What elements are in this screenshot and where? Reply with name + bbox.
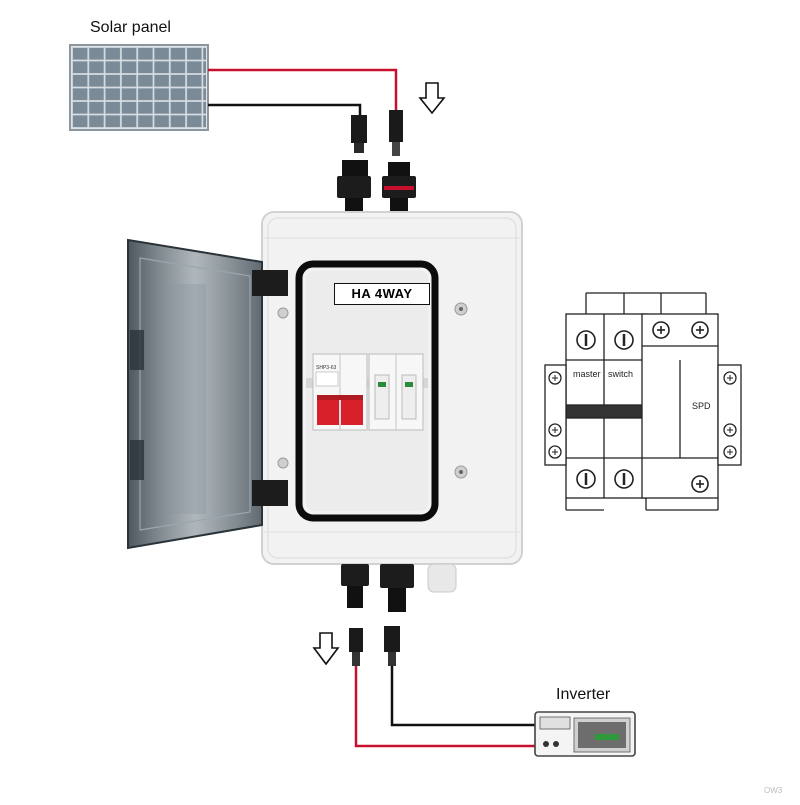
terminal-icon	[723, 423, 737, 437]
schematic-spd-label: SPD	[692, 401, 711, 411]
spd-module	[368, 353, 424, 431]
solar-panel	[69, 44, 209, 131]
enclosure-door	[127, 238, 288, 550]
terminal-icon	[548, 371, 562, 385]
door-hinge-top	[252, 270, 288, 296]
panel-negative-wire	[208, 103, 362, 118]
inverter-wires	[354, 666, 538, 748]
inverter-negative-wire	[390, 666, 538, 727]
terminal-icon	[723, 371, 737, 385]
terminal-icon	[691, 321, 709, 339]
breaker-module	[312, 353, 368, 431]
terminal-icon	[548, 445, 562, 459]
door-hinge-bottom	[252, 480, 288, 506]
terminal-icon	[723, 445, 737, 459]
panel-positive-wire	[208, 68, 398, 112]
wiring-schematic	[544, 292, 742, 511]
breaker-model-label: SHP3-63	[316, 365, 337, 371]
terminal-icon	[548, 423, 562, 437]
terminal-icon	[614, 469, 634, 489]
inverter-positive-wire	[354, 666, 538, 748]
terminal-icon	[576, 469, 596, 489]
bottom-connectors	[341, 563, 457, 666]
schematic-terminals	[548, 321, 737, 493]
top-connectors	[337, 110, 416, 212]
box-tag-label: HA 4WAY	[334, 283, 430, 305]
schematic-switch-label: switch	[608, 369, 633, 379]
schematic-master-label: master	[573, 369, 601, 379]
terminal-icon	[691, 475, 709, 493]
flow-arrow-bottom-icon	[312, 632, 340, 666]
inverter	[534, 711, 636, 757]
inverter-label: Inverter	[556, 686, 611, 703]
watermark: OW3	[764, 786, 783, 795]
terminal-icon	[652, 321, 670, 339]
breaker-toggle-left	[317, 395, 339, 425]
flow-arrow-top-icon	[418, 82, 446, 115]
door-seal	[295, 260, 439, 522]
breaker-toggle-right	[341, 395, 363, 425]
panel-wires	[208, 68, 398, 118]
terminal-icon	[576, 330, 596, 350]
solar-panel-label: Solar panel	[90, 19, 171, 36]
terminal-icon	[614, 330, 634, 350]
